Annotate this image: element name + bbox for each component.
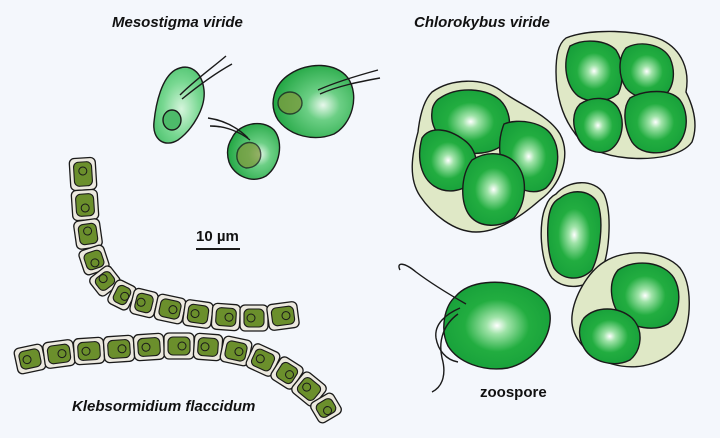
chlorokybus-cluster-left — [411, 80, 566, 233]
filament-cell — [132, 332, 166, 362]
filament-cell — [266, 301, 300, 331]
chlorokybus-pair — [571, 252, 690, 368]
label-klebsormidium: Klebsormidium flaccidum — [72, 398, 256, 415]
filament-cell — [182, 299, 214, 329]
filament-cell — [153, 293, 187, 325]
filament-cell — [107, 279, 137, 311]
label-zoospore: zoospore — [480, 384, 547, 401]
filament-cell — [210, 302, 242, 332]
klebsormidium-filament-lower — [13, 332, 342, 424]
filament-cell — [42, 339, 76, 369]
filament-cell — [310, 392, 342, 424]
filament-cell — [129, 287, 159, 319]
filament-cell — [68, 156, 98, 192]
mesostigma-cells — [153, 55, 381, 180]
filament-cell — [291, 371, 327, 407]
label-chlorokybus: Chlorokybus viride — [414, 14, 550, 31]
filament-cell — [70, 188, 100, 222]
chlorokybus-cluster-top-right — [555, 30, 696, 160]
filament-cell — [72, 336, 106, 366]
filament-cell — [102, 334, 136, 364]
filament-cell — [219, 335, 253, 367]
filament-cell — [192, 332, 224, 362]
filament-cell — [13, 343, 47, 375]
label-mesostigma: Mesostigma viride — [112, 14, 243, 31]
klebsormidium-filaments — [13, 156, 342, 424]
chlorokybus-single-cell — [540, 182, 610, 288]
filament-cell — [239, 304, 269, 332]
filament-cell — [78, 244, 110, 276]
klebsormidium-filament-upper — [68, 156, 300, 332]
zoospore-cell — [398, 263, 551, 393]
label-scale-bar: 10 µm — [196, 228, 239, 245]
filament-cell — [163, 332, 195, 360]
filament-cell — [73, 218, 103, 250]
